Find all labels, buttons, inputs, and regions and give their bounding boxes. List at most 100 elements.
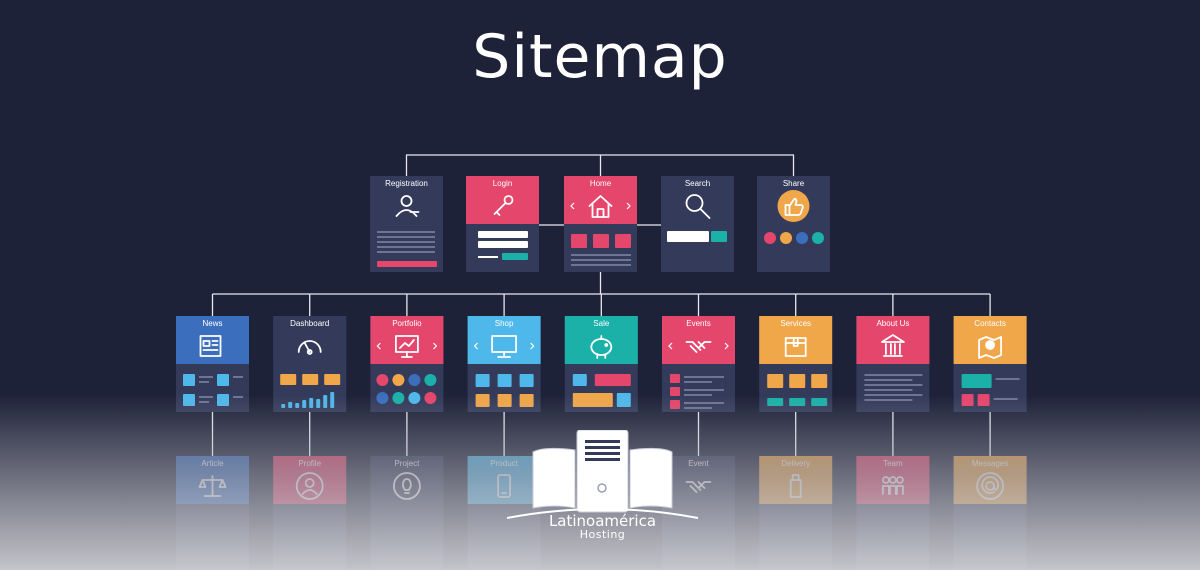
icon-dot	[424, 374, 437, 386]
card-label: News	[202, 319, 222, 328]
widget-tile	[711, 231, 727, 242]
card-label: Services	[780, 319, 811, 328]
presentation-icon	[394, 335, 419, 358]
text-line	[684, 389, 724, 391]
card-label: Search	[685, 179, 710, 188]
widget-tile	[977, 394, 990, 406]
card-header	[662, 316, 735, 364]
icon-dot	[392, 374, 405, 386]
widget-tile	[811, 374, 828, 388]
box-icon	[784, 337, 807, 357]
card-label: Portfolio	[392, 319, 422, 328]
widget-tile	[281, 404, 286, 408]
card-label: Home	[590, 179, 612, 188]
text-line	[571, 264, 631, 266]
widget-tile	[502, 253, 528, 260]
text-line	[684, 381, 712, 383]
key-icon	[493, 195, 514, 216]
widget-tile	[811, 398, 828, 406]
widget-tile	[183, 374, 195, 386]
card-search: Search	[661, 176, 734, 272]
server-logo-icon	[506, 429, 699, 519]
icon-dot	[392, 392, 405, 404]
widget-tile	[670, 387, 680, 396]
card-events: Events	[662, 316, 735, 412]
text-line	[864, 399, 913, 401]
text-line	[377, 231, 435, 233]
widget-tile	[961, 394, 974, 406]
text-line	[684, 376, 724, 378]
text-line	[478, 256, 498, 258]
widget-tile	[497, 374, 512, 387]
card-label: Dashboard	[290, 319, 329, 328]
brand-subtitle: Hosting	[579, 528, 626, 541]
text-line	[571, 259, 631, 261]
card-label: Project	[394, 459, 420, 468]
card-label: Login	[493, 179, 513, 188]
bank-icon	[881, 334, 905, 357]
widget-tile	[497, 394, 512, 407]
icon-dot	[408, 392, 421, 404]
widget-tile	[217, 374, 229, 386]
text-line	[199, 376, 213, 378]
chevron-right-icon	[530, 342, 535, 350]
widget-tile	[302, 400, 307, 408]
text-line	[199, 396, 213, 398]
map-pin-icon	[978, 336, 1002, 359]
card-contacts: Contacts	[953, 316, 1027, 412]
text-line	[571, 254, 631, 256]
widget-tile	[594, 374, 631, 386]
widget-tile	[616, 393, 631, 407]
brand-name: Latinoamérica	[548, 512, 657, 530]
widget-tile	[572, 374, 587, 386]
card-project: Project	[370, 456, 444, 570]
widget-tile	[519, 394, 534, 407]
card-profile: Profile	[273, 456, 347, 570]
search-icon	[685, 194, 711, 219]
text-line	[864, 374, 923, 376]
widget-tile	[767, 374, 784, 388]
card-label: Profile	[298, 459, 321, 468]
widget-tile	[288, 402, 293, 408]
text-line	[864, 384, 923, 386]
card-portfolio: Portfolio	[370, 316, 444, 412]
card-label: Sale	[593, 319, 610, 328]
widget-tile	[615, 234, 631, 248]
card-label: Delivery	[781, 459, 810, 468]
handshake-icon	[685, 341, 712, 353]
chevron-left-icon	[473, 342, 479, 350]
widget-tile	[324, 374, 341, 385]
chevron-right-icon	[724, 342, 729, 350]
share-dot	[764, 232, 776, 244]
share-dot	[812, 232, 824, 244]
card-login: Login	[466, 176, 539, 272]
text-line	[993, 398, 1018, 400]
text-line	[864, 389, 913, 391]
text-line	[377, 251, 435, 253]
text-line	[684, 407, 712, 409]
widget-tile	[593, 234, 609, 248]
widget-tile	[667, 231, 709, 242]
card-label: Shop	[495, 319, 514, 328]
share-dot	[796, 232, 808, 244]
widget-tile	[572, 393, 613, 407]
card-delivery: Delivery	[759, 456, 833, 570]
brand-logo: Latinoamérica Hosting	[505, 429, 700, 570]
thumbs-up-icon	[777, 190, 810, 222]
widget-tile	[377, 261, 437, 267]
widget-tile	[670, 374, 680, 383]
widget-tile	[295, 403, 300, 408]
card-label: Article	[201, 459, 224, 468]
text-line	[233, 396, 243, 398]
chevron-left-icon	[376, 342, 381, 350]
icon-dot	[408, 374, 421, 386]
user-icon	[395, 195, 420, 217]
newspaper-icon	[199, 335, 222, 357]
text-line	[199, 401, 209, 403]
card-about-us: About Us	[856, 316, 930, 412]
text-line	[864, 394, 923, 396]
page-title: Sitemap	[472, 22, 728, 92]
monitor-icon	[491, 335, 518, 358]
widget-tile	[309, 398, 314, 408]
